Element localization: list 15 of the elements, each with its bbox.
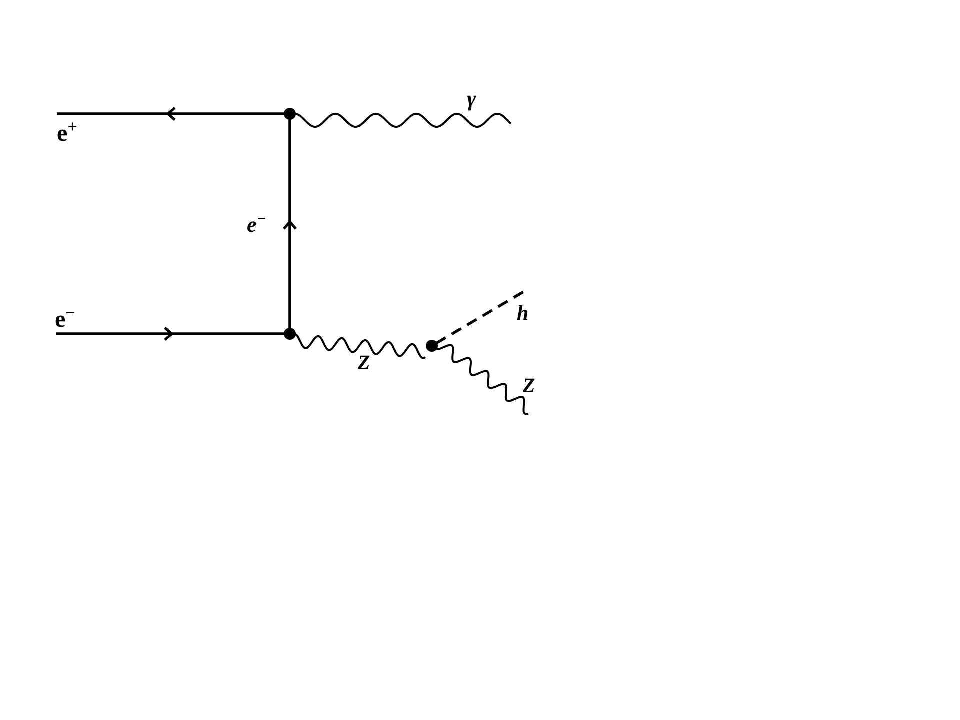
edge-label: e$^{−}$ bbox=[55, 307, 76, 334]
edge-label: γ bbox=[467, 86, 476, 112]
wavy-line bbox=[294, 113, 512, 128]
wavy-line bbox=[436, 344, 529, 416]
arrow-line bbox=[57, 106, 285, 122]
vertex-dot bbox=[284, 108, 296, 120]
vertex-dot bbox=[284, 328, 296, 340]
arrow-line bbox=[56, 326, 285, 342]
edge-label: h bbox=[517, 300, 529, 326]
edge-label: e$^{+}$ bbox=[57, 121, 78, 148]
edge-label: Z bbox=[358, 352, 370, 376]
arrow-line bbox=[282, 119, 298, 329]
edge-label: e$^{−}$ bbox=[247, 212, 266, 238]
vertex-dot bbox=[426, 340, 438, 352]
edge-label: Z bbox=[523, 375, 536, 398]
